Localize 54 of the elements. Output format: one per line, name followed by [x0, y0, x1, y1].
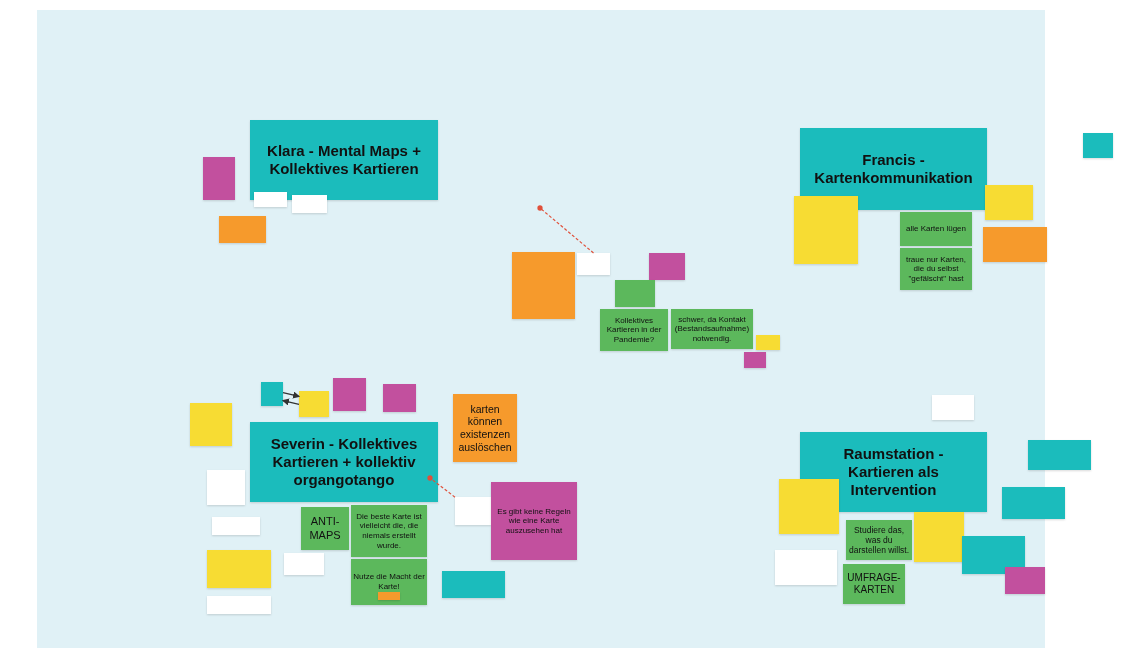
sticky-note: [744, 352, 766, 368]
arrow: [282, 391, 301, 399]
sticky-note: Die beste Karte ist vielleicht die, die niemals erstellt wurde.: [351, 505, 427, 557]
sticky-note: [212, 517, 260, 535]
sticky-note: [1028, 440, 1091, 470]
sticky-note: [442, 571, 505, 598]
sticky-note: [649, 253, 685, 280]
sticky-note: UMFRAGE-KARTEN: [843, 564, 905, 604]
sticky-note: [775, 550, 837, 585]
sticky-note: schwer, da Kontakt (Bestandsaufnahme) notwendig.: [671, 309, 753, 349]
title-card: Klara - Mental Maps + Kollektives Kartieren: [250, 120, 438, 200]
sticky-note: [383, 384, 416, 412]
sticky-note: [932, 395, 974, 420]
sticky-note: [219, 216, 266, 243]
sticky-note: [962, 536, 1025, 574]
sticky-note: [261, 382, 283, 406]
sticky-note: ANTI-MAPS: [301, 507, 349, 550]
sticky-note: [203, 157, 235, 200]
title-card: Francis - Kartenkommunikation: [800, 128, 987, 210]
sticky-note: karten können existenzen auslöschen: [453, 394, 517, 462]
sticky-note: [190, 403, 232, 446]
sticky-note: [577, 253, 610, 275]
arrow: [281, 398, 300, 406]
sticky-note: [1083, 133, 1113, 158]
sticky-note: [299, 391, 329, 417]
sticky-note: [985, 185, 1033, 220]
sticky-note: [292, 195, 327, 213]
sticky-note: [207, 470, 245, 505]
title-card: Severin - Kollektives Kartieren + kollektiv organgotango: [250, 422, 438, 502]
sticky-note: [378, 592, 400, 600]
sticky-note: [512, 252, 575, 319]
sticky-note: Studiere das, was du darstellen willst.: [846, 520, 912, 560]
sticky-note: [914, 512, 964, 562]
sticky-note: Kollektives Kartieren in der Pandemie?: [600, 309, 668, 351]
sticky-note: [779, 479, 839, 534]
sticky-note: [207, 550, 271, 588]
sticky-note: alle Karten lügen: [900, 212, 972, 246]
sticky-note: [615, 280, 655, 307]
sticky-note: traue nur Karten, die du selbst "gefälscht" hast: [900, 248, 972, 290]
sticky-note: [756, 335, 780, 350]
sticky-note: [1002, 487, 1065, 519]
sticky-note: Nutze die Macht der Karte!: [351, 559, 427, 605]
comment-leader-line: [537, 205, 595, 254]
sticky-note: [1005, 567, 1045, 594]
sticky-note: [983, 227, 1047, 262]
sticky-note: [254, 192, 287, 207]
sticky-note: [284, 553, 324, 575]
sticky-note: Es gibt keine Regeln wie eine Karte auszusehen hat: [491, 482, 577, 560]
sticky-note: [455, 497, 491, 525]
sticky-note: [207, 596, 271, 614]
sticky-note: [794, 196, 858, 264]
comment-leader-line: [427, 475, 456, 498]
sticky-note: [333, 378, 366, 411]
title-card: Raumstation - Kartieren als Intervention: [800, 432, 987, 512]
